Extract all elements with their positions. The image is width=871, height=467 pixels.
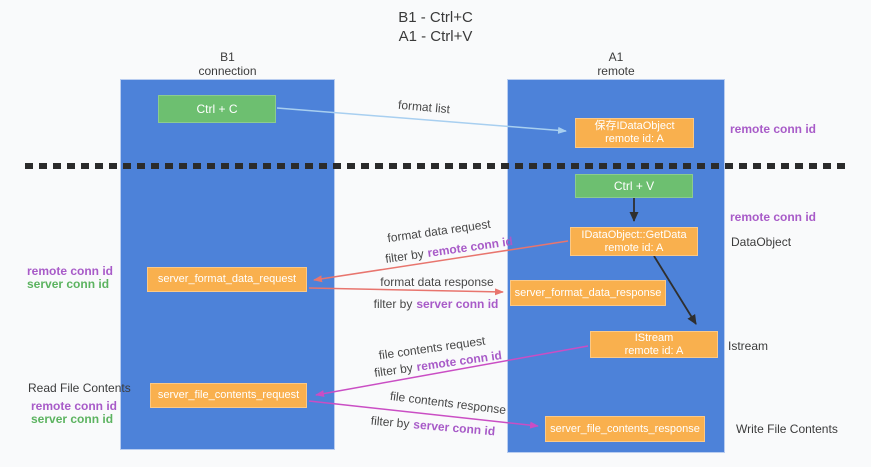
save-idataobject-line1: 保存IDataObject [594,120,675,132]
read-file-contents-annotation: Read File Contents [28,381,131,395]
phase-divider-dashed-line [25,163,851,169]
ctrl-c-box: Ctrl + C [158,95,276,123]
filter-by-text: filter by [373,297,413,311]
remote-conn-id-text: remote conn id [426,234,514,260]
remote-conn-id-annotation-mid: remote conn id [730,210,817,224]
write-file-contents-annotation: Write File Contents [736,422,838,436]
server-conn-id-text: server conn id [416,297,499,311]
a1-column-name: A1 [608,50,624,64]
remote-conn-id-annotation-left-1: remote conn id [27,264,114,278]
getdata-line2: remote id: A [604,241,664,254]
server-conn-id-text: server conn id [412,417,496,439]
format-data-response-label: format data response [380,275,494,289]
server-format-data-response-box: server_format_data_response [510,280,666,306]
filter-by-text: filter by [373,360,414,380]
title-line-1: B1 - Ctrl+C [398,9,473,26]
istream-annotation: Istream [728,339,769,353]
filter-by-text: filter by [370,413,411,431]
b1-column-name: B1 [220,50,235,64]
istream-box: IStream remote id: A [590,331,718,358]
save-idataobject-box: 保存IDataObject remote id: A [575,118,694,148]
file-contents-response-label: file contents response [389,388,507,418]
getdata-line1: IDataObject::GetData [581,228,687,241]
server-conn-id-annotation-left-1: server conn id [27,277,110,291]
idataobject-getdata-box: IDataObject::GetData remote id: A [570,227,698,256]
ctrl-v-box: Ctrl + V [575,174,693,198]
istream-line1: IStream [634,331,674,344]
format-list-label: format list [397,97,451,117]
server-file-contents-response-box: server_file_contents_response [545,416,705,442]
remote-conn-id-annotation-top: remote conn id [730,122,817,136]
a1-column-subtitle: remote [597,64,635,78]
remote-conn-id-annotation-left-2: remote conn id [31,399,118,413]
a1-column-header: A1 remote [507,50,725,78]
server-format-data-request-box: server_format_data_request [147,267,307,292]
title-line-2: A1 - Ctrl+V [398,28,473,45]
server-file-contents-request-box: server_file_contents_request [150,383,307,408]
diagram-title: B1 - Ctrl+C A1 - Ctrl+V [0,8,871,46]
b1-column-subtitle: connection [198,64,257,78]
istream-line2: remote id: A [624,344,684,357]
b1-column-header: B1 connection [120,50,335,78]
dataobject-annotation: DataObject [731,235,792,249]
server-conn-id-annotation-left-2: server conn id [31,412,114,426]
filter-by-text: filter by [384,246,425,266]
save-idataobject-line2: remote id: A [605,133,664,145]
